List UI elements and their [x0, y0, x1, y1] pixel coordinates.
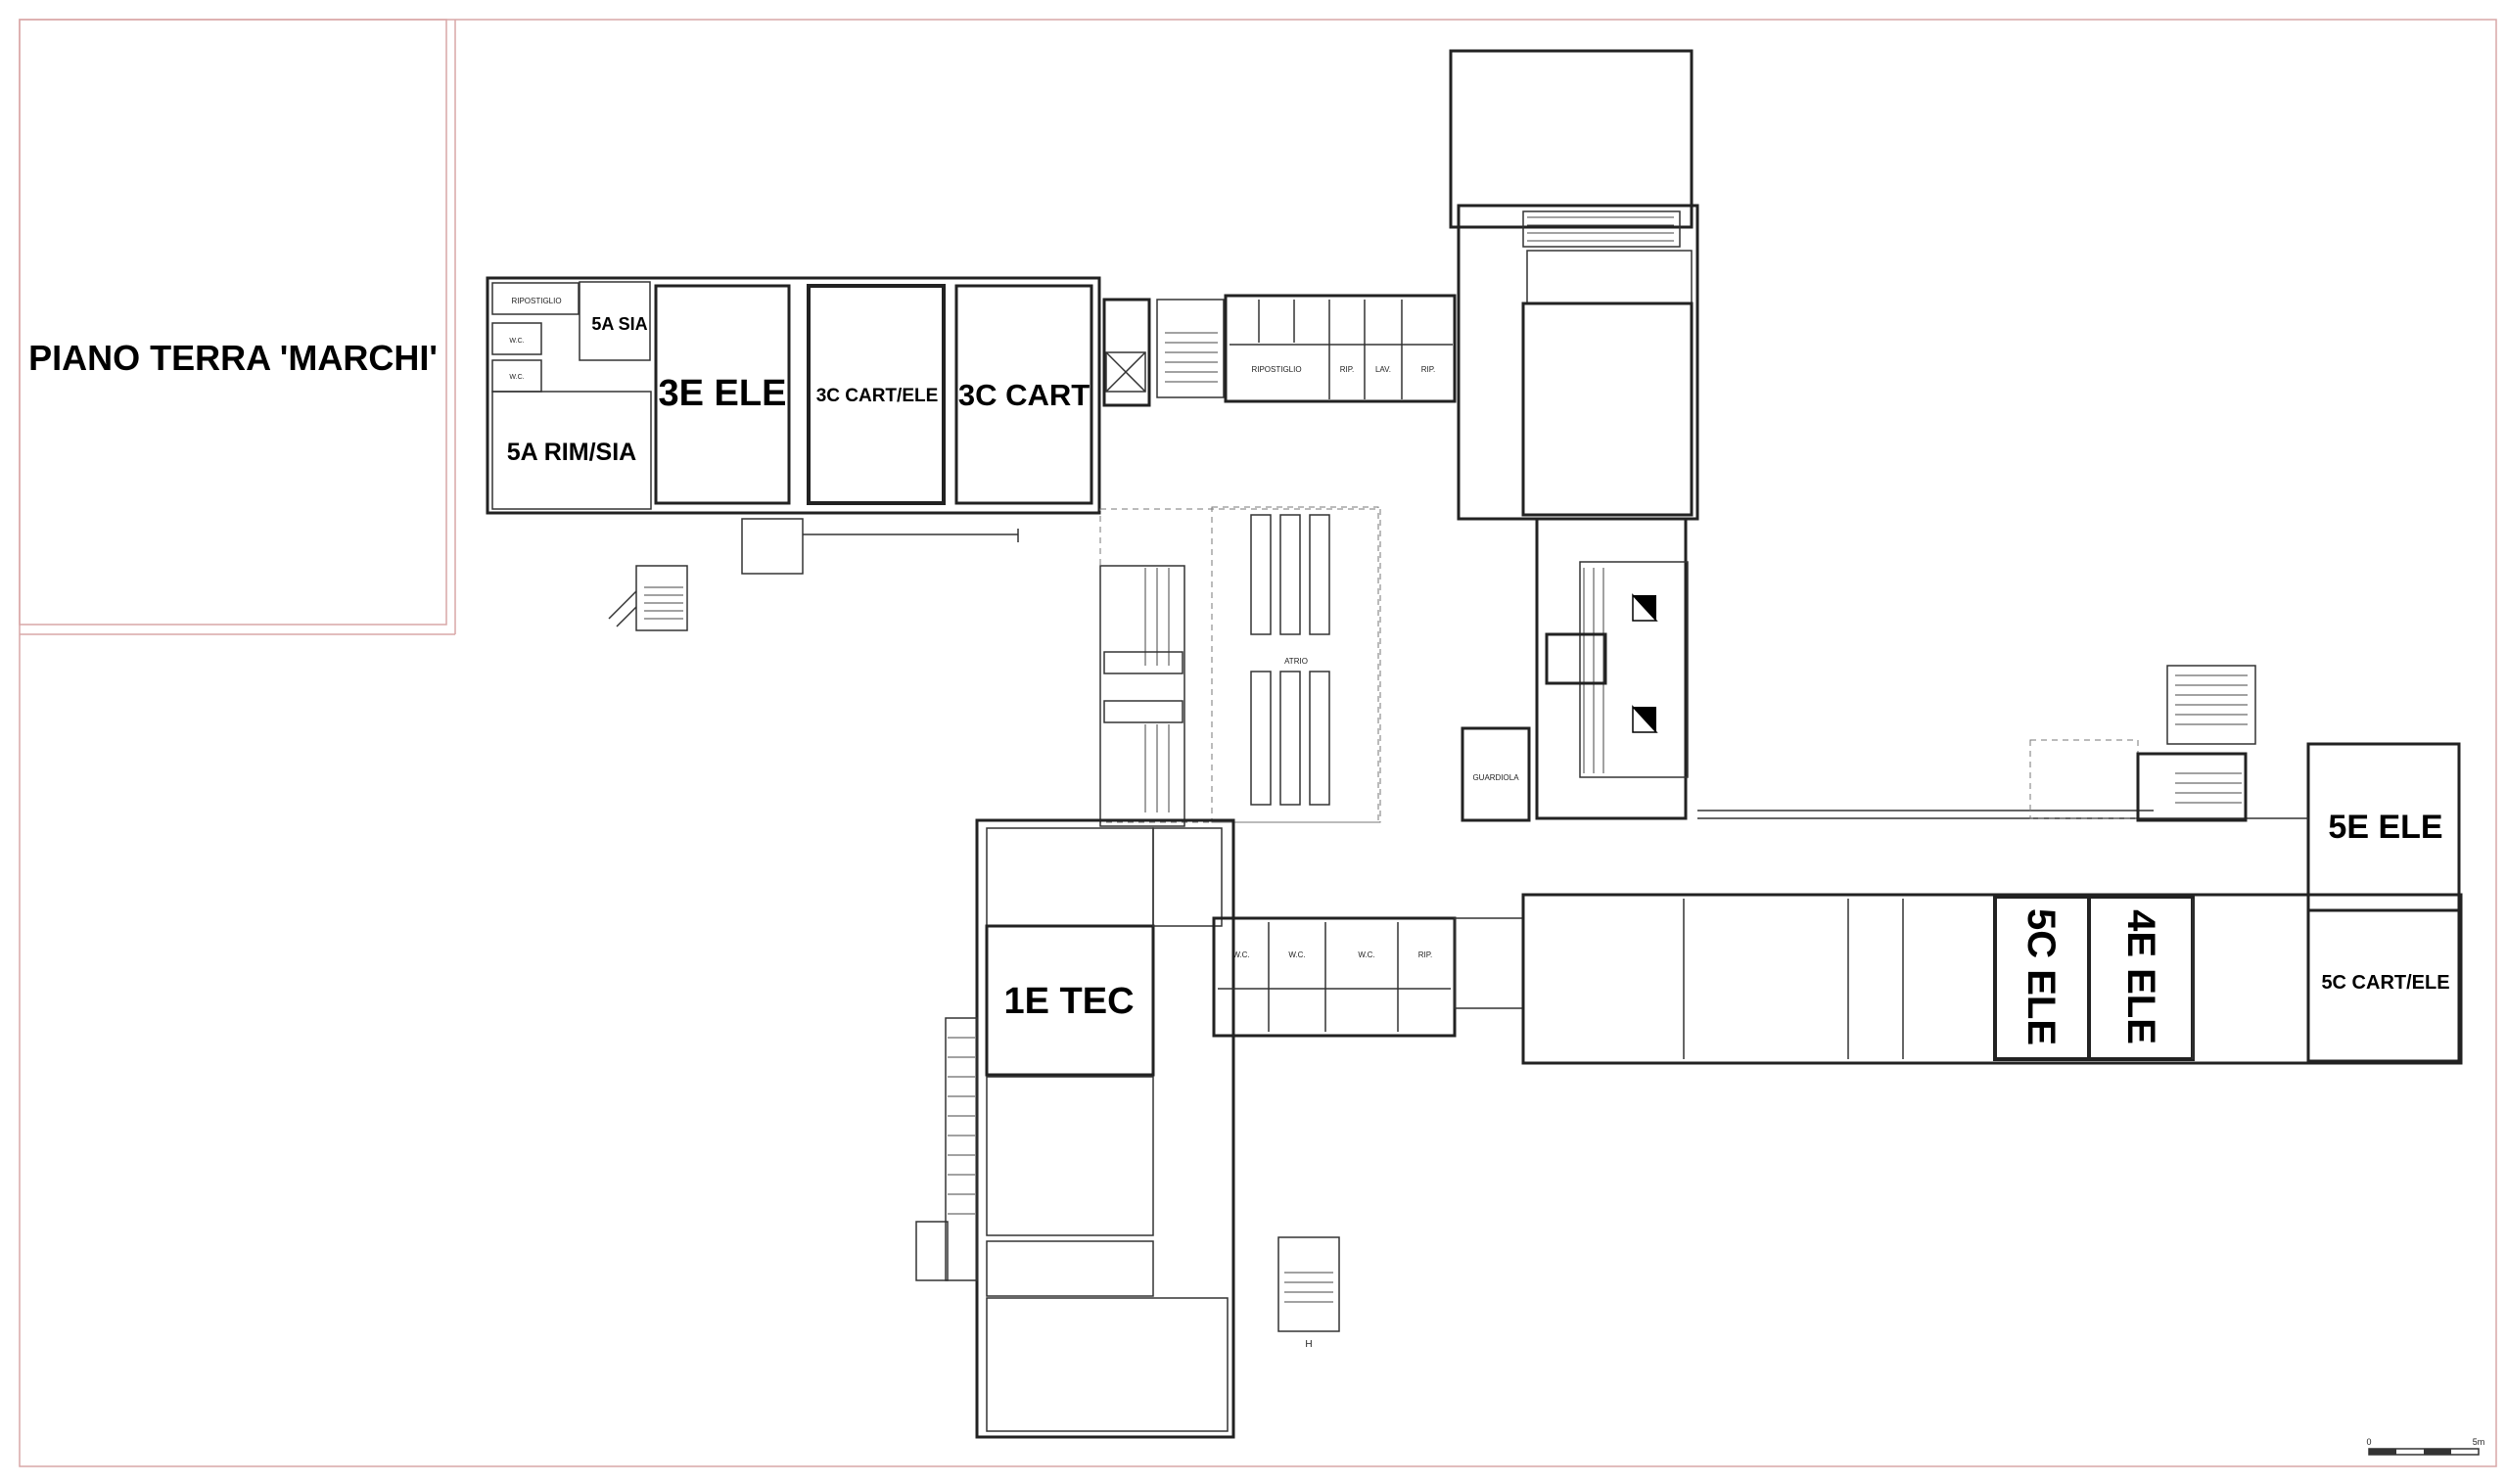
room-label-5c-ele: 5C ELE	[2019, 908, 2063, 1045]
southwest-wing	[915, 818, 1235, 1439]
south-exterior-stair	[1277, 1236, 1340, 1332]
sheet-frame	[19, 19, 2497, 1467]
room-labels: 5A SIA 5A RIM/SIA 3E ELE 3C CART/ELE 3C …	[507, 314, 2450, 1045]
north-services	[1224, 294, 1457, 403]
label-wc-south-2: W.C.	[1288, 951, 1305, 959]
label-lav: LAV.	[1375, 365, 1391, 374]
label-wc-west-1: W.C.	[509, 338, 524, 345]
label-atrio: ATRIO	[1284, 657, 1308, 666]
atrium-benches	[1250, 514, 1330, 806]
label-rip-south: RIP.	[1418, 951, 1433, 959]
scale-end: 5m	[2473, 1437, 2485, 1447]
room-label-3c-cart-ele: 3C CART/ELE	[816, 386, 939, 406]
room-label-5a-rim-sia: 5A RIM/SIA	[507, 439, 636, 466]
label-wc-south-1: W.C.	[1232, 951, 1249, 959]
label-guardiola: GUARDIOLA	[1472, 773, 1519, 782]
room-label-3e-ele: 3E ELE	[659, 373, 787, 414]
central-stair-block	[1102, 298, 1225, 407]
label-wc-west-2: W.C.	[509, 374, 524, 381]
label-rip-north-2: RIP.	[1421, 365, 1436, 374]
entrance-block	[1461, 517, 1689, 822]
room-label-5a-sia: 5A SIA	[591, 314, 647, 334]
east-wing	[1521, 665, 2463, 1065]
title-block: PIANO TERRA 'MARCHI'	[28, 338, 438, 378]
atrium	[1099, 506, 1381, 827]
room-annotations: RIPOSTIGLIO W.C. W.C. RIPOSTIGLIO RIP. L…	[509, 297, 1519, 1350]
room-label-3c-cart: 3C CART	[958, 378, 1090, 412]
label-rip-north-1: RIP.	[1340, 365, 1355, 374]
room-label-1e-tec: 1E TEC	[1003, 981, 1134, 1022]
south-toilets	[1212, 916, 1524, 1038]
label-h: H	[1305, 1339, 1312, 1350]
north-tower	[1449, 49, 1699, 521]
label-ripostiglio-north: RIPOSTIGLIO	[1251, 365, 1301, 374]
scale-bar: 0 5m	[2366, 1437, 2485, 1456]
room-label-5e-ele: 5E ELE	[2328, 809, 2442, 846]
plan-title: PIANO TERRA 'MARCHI'	[28, 338, 438, 378]
scale-start: 0	[2366, 1437, 2371, 1447]
room-label-5c-cart-ele: 5C CART/ELE	[2321, 972, 2449, 994]
label-wc-south-3: W.C.	[1358, 951, 1374, 959]
west-wing	[486, 276, 1101, 631]
room-label-4e-ele: 4E ELE	[2119, 909, 2162, 1044]
label-ripostiglio-west: RIPOSTIGLIO	[511, 297, 561, 305]
